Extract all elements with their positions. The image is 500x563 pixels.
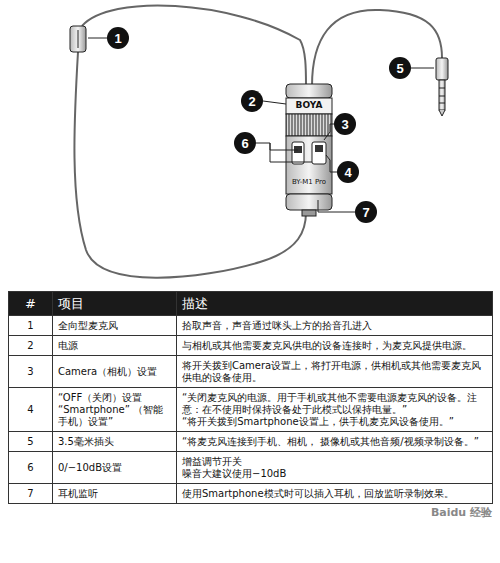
cell-text: 耳机监听 [58,488,171,500]
table-cell: 3 [8,355,53,388]
cell-text: 0/−10dB设置 [58,462,171,474]
table-cell: 与相机或其他需要麦克风供电的设备连接时，为麦克风提供电源。 [176,335,493,356]
table-cell: 增益调节开关噪音大建议使用−10dB [176,451,493,484]
cell-text: 3 [27,366,33,378]
header-text: # [25,296,36,311]
table-header-cell: # [8,291,53,316]
table-cell: 4 [8,387,53,432]
cell-text: 全向型麦克风 [58,320,171,332]
callout-number: 7 [362,205,369,220]
cell-text: 将开关拨到Camera设置上，将打开电源，供相机或其他需要麦克风供电的设备使用。 [182,360,487,384]
header-text: 描述 [182,296,487,311]
cell-text: “将开关拨到Smartphone设置上，供手机麦克风设备使用。” [182,416,487,428]
table-cell: Camera（相机）设置 [52,355,177,388]
callout-number: 1 [114,31,121,46]
table-cell: 0/−10dB设置 [52,451,177,484]
table-cell: 6 [8,451,53,484]
watermark: Baidu 经验 [431,505,492,520]
callout-number: 2 [248,94,255,109]
cell-text: Camera（相机）设置 [58,366,171,378]
header-text: 项目 [58,296,171,311]
table-cell: “关闭麦克风的电源。用于手机或其他不需要电源麦克风的设备。注意：在不使用时保持设… [176,387,493,432]
table-cell: 耳机监听 [52,483,177,504]
cell-text: 与相机或其他需要麦克风供电的设备连接时，为麦克风提供电源。 [182,340,487,352]
table-cell: 1 [8,315,53,336]
cell-text: 使用Smartphone模式时可以插入耳机，回放监听录制效果。 [182,488,487,500]
table-header-cell: 描述 [176,291,493,316]
callout-number: 5 [396,61,403,76]
callout-circle: 7 [355,201,377,223]
table-cell: 电源 [52,335,177,356]
callout-circle: 1 [107,27,129,49]
callout-circle: 4 [337,161,359,183]
cell-text: 增益调节开关 [182,456,487,468]
table-cell: “将麦克风连接到手机、相机， 摄像机或其他音频/视频录制设备。” [176,431,493,452]
table-cell: 使用Smartphone模式时可以插入耳机，回放监听录制效果。 [176,483,493,504]
cell-text: “关闭麦克风的电源。用于手机或其他不需要电源麦克风的设备。注意：在不使用时保持设… [182,392,487,416]
table-cell: “OFF（关闭）设置 “Smartphone” （智能手机）设置” [52,387,177,432]
cell-text: 6 [27,462,33,474]
cell-text: 2 [27,340,33,352]
callout-number: 6 [241,136,248,151]
table-cell: 拾取声音，声音通过咪头上方的拾音孔进入 [176,315,493,336]
callout-circle: 2 [241,90,263,112]
cell-text: 7 [27,488,33,500]
table-cell: 5 [8,431,53,452]
cell-text: 噪音大建议使用−10dB [182,468,487,480]
table-cell: 7 [8,483,53,504]
cell-text: 4 [27,404,33,416]
table-cell: 2 [8,335,53,356]
table-cell: 全向型麦克风 [52,315,177,336]
cell-text: 5 [27,436,33,448]
table-header-cell: 项目 [52,291,177,316]
callout-circle: 3 [334,113,356,135]
cell-text: 3.5毫米插头 [58,436,171,448]
brand-text: BOYA [286,100,332,110]
table-cell: 将开关拨到Camera设置上，将打开电源，供相机或其他需要麦克风供电的设备使用。 [176,355,493,388]
cell-text: “OFF（关闭）设置 “Smartphone” （智能手机）设置” [58,392,171,428]
table-cell: 3.5毫米插头 [52,431,177,452]
cell-text: “将麦克风连接到手机、相机， 摄像机或其他音频/视频录制设备。” [182,436,487,448]
cell-text: 电源 [58,340,171,352]
model-text: BY-M1 Pro [286,178,332,186]
callout-circle: 6 [234,132,256,154]
callout-number: 3 [341,117,348,132]
cell-text: 拾取声音，声音通过咪头上方的拾音孔进入 [182,320,487,332]
cell-text: 1 [27,320,33,332]
callout-circle: 5 [389,57,411,79]
callout-number: 4 [344,165,351,180]
